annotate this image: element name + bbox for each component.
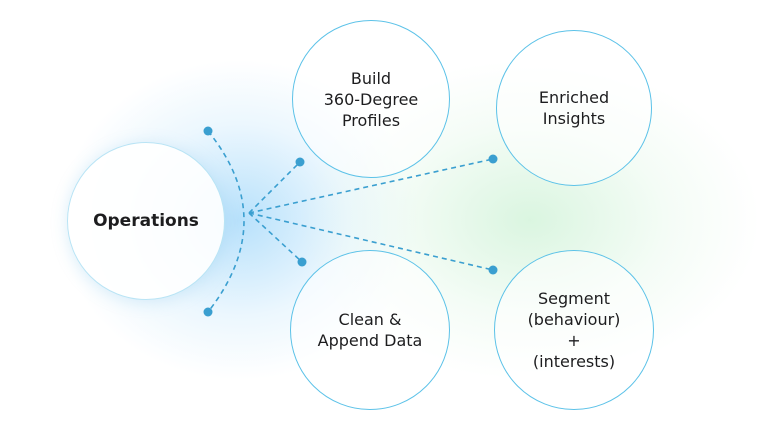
- dot-arc-top: [203, 126, 213, 136]
- segment-label: Segment (behaviour) + (interests): [527, 289, 621, 371]
- connector-to-enriched: [248, 158, 494, 214]
- clean-append-node: Clean & Append Data: [290, 250, 450, 410]
- connector-to-segment: [248, 212, 494, 271]
- enriched-insights-node: Enriched Insights: [496, 30, 652, 186]
- segment-node: Segment (behaviour) + (interests): [494, 250, 654, 410]
- arc-connector: [207, 130, 245, 313]
- dot-enriched: [488, 154, 498, 164]
- clean-append-label: Clean & Append Data: [317, 310, 423, 350]
- dot-arc-bottom: [203, 307, 213, 317]
- connector-to-build: [248, 161, 301, 214]
- dot-build: [295, 157, 305, 167]
- operations-label: Operations: [93, 210, 199, 231]
- build-profiles-node: Build 360-Degree Profiles: [292, 20, 450, 178]
- enriched-insights-label: Enriched Insights: [538, 88, 610, 128]
- dot-clean: [297, 257, 307, 267]
- build-profiles-label: Build 360-Degree Profiles: [323, 68, 419, 130]
- dot-segment: [488, 265, 498, 275]
- connector-to-clean: [248, 212, 303, 263]
- operations-node: Operations: [67, 142, 225, 300]
